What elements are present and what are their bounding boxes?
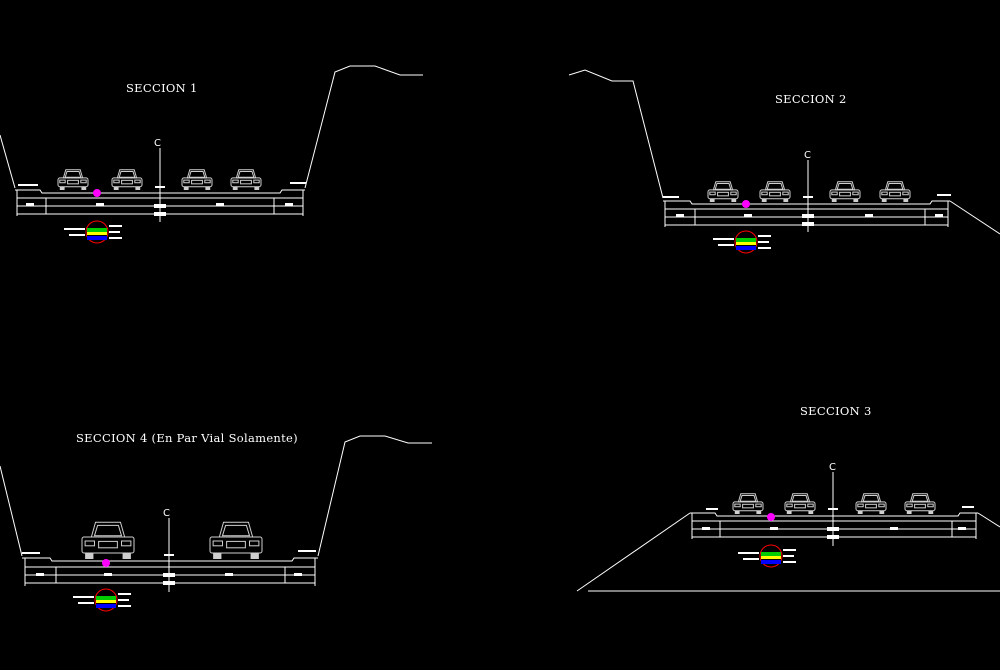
centerline-s2: C — [802, 150, 814, 232]
vehicle-icon — [759, 181, 791, 202]
vehicle-group-s3 — [732, 493, 936, 514]
section-2-drawing: C — [568, 69, 1000, 254]
terrain-left-s4 — [0, 465, 23, 557]
vehicle-group-s1 — [57, 169, 262, 190]
section-3-drawing: C — [576, 462, 1000, 592]
terrain-left-s2 — [568, 69, 664, 199]
section-4-drawing: C — [0, 435, 432, 612]
vehicle-icon — [209, 521, 263, 559]
svg-text:C: C — [829, 462, 836, 473]
vehicle-icon — [879, 181, 911, 202]
vehicle-icon — [707, 181, 739, 202]
svg-text:C: C — [154, 138, 161, 149]
manhole-marker-s4 — [102, 559, 110, 567]
utility-ducts-s2 — [713, 230, 771, 254]
section-4-title: SECCION 4 (En Par Vial Solamente) — [76, 431, 298, 445]
vehicle-icon — [111, 169, 143, 190]
utility-ducts-s3 — [738, 544, 796, 568]
manhole-marker-s1 — [93, 189, 101, 197]
embankment-right-s3 — [977, 512, 1000, 528]
centerline-s4: C — [163, 508, 175, 592]
manhole-marker-s3 — [767, 513, 775, 521]
vehicle-icon — [904, 493, 936, 514]
vehicle-icon — [181, 169, 213, 190]
vehicle-icon — [57, 169, 89, 190]
terrain-right-s4 — [317, 435, 432, 557]
section-1-title: SECCION 1 — [126, 81, 198, 95]
vehicle-icon — [784, 493, 816, 514]
vehicle-icon — [829, 181, 861, 202]
section-3-title: SECCION 3 — [800, 404, 872, 418]
utility-ducts-s4 — [73, 588, 131, 612]
section-2-title: SECCION 2 — [775, 92, 847, 106]
vehicle-icon — [230, 169, 262, 190]
svg-text:C: C — [163, 508, 170, 519]
embankment-left-s3 — [576, 512, 691, 592]
centerline-s3: C — [827, 462, 839, 546]
vehicle-group-s2 — [707, 181, 911, 202]
svg-text:C: C — [804, 150, 811, 161]
dimension-ticks-s1 — [18, 182, 306, 206]
section-1-drawing: C — [0, 65, 423, 244]
dimension-ticks-s4 — [22, 550, 316, 576]
manhole-marker-s2 — [742, 200, 750, 208]
vehicle-icon — [732, 493, 764, 514]
terrain-right-s1 — [304, 65, 423, 189]
terrain-left-s1 — [0, 134, 16, 189]
dimension-ticks-s2 — [663, 194, 951, 217]
utility-ducts-s1 — [64, 220, 122, 244]
vehicle-group-s4 — [81, 521, 263, 559]
centerline-s1: C — [154, 138, 166, 222]
vehicle-icon — [855, 493, 887, 514]
dimension-ticks-s3 — [702, 506, 974, 530]
terrain-right-s2 — [949, 200, 1000, 235]
vehicle-icon — [81, 521, 135, 559]
